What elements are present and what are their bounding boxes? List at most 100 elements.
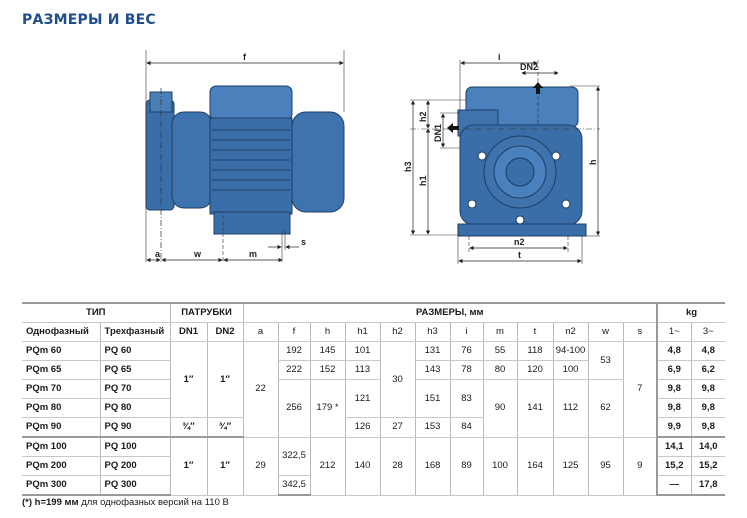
cell-h1: 121 xyxy=(344,379,380,418)
cell-kg-1ph: — xyxy=(656,475,691,496)
cell-i: 83 xyxy=(449,379,483,418)
dim-label-dn2: DN2 xyxy=(520,62,538,72)
cell-h: 145 xyxy=(309,341,345,361)
table-row: PQm 90 PQ 90 ¾″ ¾″ 126 27 153 84 9,9 9,8 xyxy=(22,417,725,438)
header-h1: h1 xyxy=(344,322,380,342)
cell-h3: 151 xyxy=(414,379,450,418)
model-single: PQm 80 xyxy=(22,398,100,418)
cell-t: 120 xyxy=(516,360,553,380)
dim-label-h: h xyxy=(588,160,598,166)
cell-h: 179 * xyxy=(309,379,345,438)
cell-h3: 168 xyxy=(414,437,450,496)
cell-f: 322,5 xyxy=(277,437,310,476)
model-single: PQm 60 xyxy=(22,341,100,361)
cell-h2: 28 xyxy=(379,437,415,496)
cell-h2: 30 xyxy=(379,341,415,418)
footnote-text: для однофазных версий на 110 В xyxy=(78,497,229,508)
dim-label-dn1: DN1 xyxy=(433,124,443,142)
cell-kg-3ph: 6,2 xyxy=(690,360,725,380)
dim-label-a: a xyxy=(155,249,161,259)
header-dn2: DN2 xyxy=(206,322,243,342)
header-t: t xyxy=(516,322,553,342)
header-s: s xyxy=(622,322,657,342)
header-kg: kg xyxy=(656,302,725,323)
cell-dn2: 1″ xyxy=(206,437,243,496)
cell-n2: 94-100 xyxy=(552,341,588,361)
header-kg-1ph: 1~ xyxy=(656,322,691,342)
cell-n2: 125 xyxy=(552,437,588,496)
header-f: f xyxy=(277,322,310,342)
model-single: PQm 300 xyxy=(22,475,100,496)
header-h2: h2 xyxy=(379,322,415,342)
cell-n2: 112 xyxy=(552,379,588,438)
cell-kg-1ph: 9,8 xyxy=(656,398,691,418)
header-ports: ПАТРУБКИ xyxy=(169,302,243,323)
pump-side-view: f a w m s xyxy=(145,50,345,263)
header-w: w xyxy=(587,322,623,342)
cell-h2: 27 xyxy=(379,417,415,438)
cell-m: 90 xyxy=(482,379,517,438)
cell-f: 256 xyxy=(277,379,310,438)
dim-label-h1: h1 xyxy=(418,175,428,186)
cell-w: 62 xyxy=(587,379,623,438)
cell-i: 76 xyxy=(449,341,483,361)
cell-kg-1ph: 6,9 xyxy=(656,360,691,380)
model-single: PQm 70 xyxy=(22,379,100,399)
model-single: PQm 90 xyxy=(22,417,100,438)
cell-t: 118 xyxy=(516,341,553,361)
cell-h1: 101 xyxy=(344,341,380,361)
dim-label-n2: n2 xyxy=(514,237,525,247)
dim-label-h3: h3 xyxy=(403,161,413,172)
model-three: PQ 70 xyxy=(99,379,170,399)
cell-i: 84 xyxy=(449,417,483,438)
cell-dn1: 1″ xyxy=(169,341,207,418)
cell-a: 29 xyxy=(242,437,278,496)
cell-h1: 113 xyxy=(344,360,380,380)
dim-label-t: t xyxy=(518,250,521,260)
header-dimensions: РАЗМЕРЫ, мм xyxy=(242,302,657,323)
dim-label-w: w xyxy=(193,249,202,259)
table-row: PQm 300 PQ 300 342,5 — 17,8 xyxy=(22,475,725,496)
cell-kg-1ph: 4,8 xyxy=(656,341,691,361)
header-three-phase: Трехфазный xyxy=(99,322,170,342)
cell-kg-1ph: 9,9 xyxy=(656,417,691,438)
table-row: PQm 80 PQ 80 9,8 9,8 xyxy=(22,398,725,418)
model-single: PQm 200 xyxy=(22,456,100,476)
cell-n2: 100 xyxy=(552,360,588,380)
dim-label-f: f xyxy=(243,52,247,62)
cell-kg-3ph: 14,0 xyxy=(690,437,725,457)
cell-m: 55 xyxy=(482,341,517,361)
cell-s: 9 xyxy=(622,437,657,496)
cell-dn1: ¾″ xyxy=(169,417,207,438)
pump-drawings: f a w m s i DN2 h3 h2 h1 DN1 h n2 t xyxy=(145,50,601,264)
cell-kg-3ph: 9,8 xyxy=(690,379,725,399)
cell-h3: 131 xyxy=(414,341,450,361)
dim-label-m: m xyxy=(249,249,257,259)
model-single: PQm 100 xyxy=(22,437,100,457)
model-three: PQ 200 xyxy=(99,456,170,476)
model-three: PQ 100 xyxy=(99,437,170,457)
table-row: PQm 100 PQ 100 1″ 1″ 29 322,5 212 140 28… xyxy=(22,437,725,496)
cell-i: 89 xyxy=(449,437,483,496)
footnote: (*) h=199 мм для однофазных версий на 11… xyxy=(22,497,229,508)
cell-kg-3ph: 15,2 xyxy=(690,456,725,476)
cell-i: 78 xyxy=(449,360,483,380)
header-row-2: Однофазный Трехфазный DN1 DN2 a f h h1 h… xyxy=(22,322,725,342)
header-h3: h3 xyxy=(414,322,450,342)
cell-kg-3ph: 4,8 xyxy=(690,341,725,361)
header-row-1: ТИП ПАТРУБКИ РАЗМЕРЫ, мм kg xyxy=(22,302,725,323)
dim-label-i: i xyxy=(498,52,501,62)
header-m: m xyxy=(482,322,517,342)
cell-kg-3ph: 17,8 xyxy=(690,475,725,496)
header-single-phase: Однофазный xyxy=(22,322,100,342)
cell-dn1: 1″ xyxy=(169,437,207,496)
pump-front-view: i DN2 h3 h2 h1 DN1 h n2 t xyxy=(403,52,601,264)
cell-kg-1ph: 14,1 xyxy=(656,437,691,457)
inlet-arrow-icon xyxy=(447,123,459,133)
model-three: PQ 65 xyxy=(99,360,170,380)
model-three: PQ 300 xyxy=(99,475,170,496)
cell-kg-1ph: 9,8 xyxy=(656,379,691,399)
cell-s: 7 xyxy=(622,341,657,438)
header-dn1: DN1 xyxy=(169,322,207,342)
model-single: PQm 65 xyxy=(22,360,100,380)
